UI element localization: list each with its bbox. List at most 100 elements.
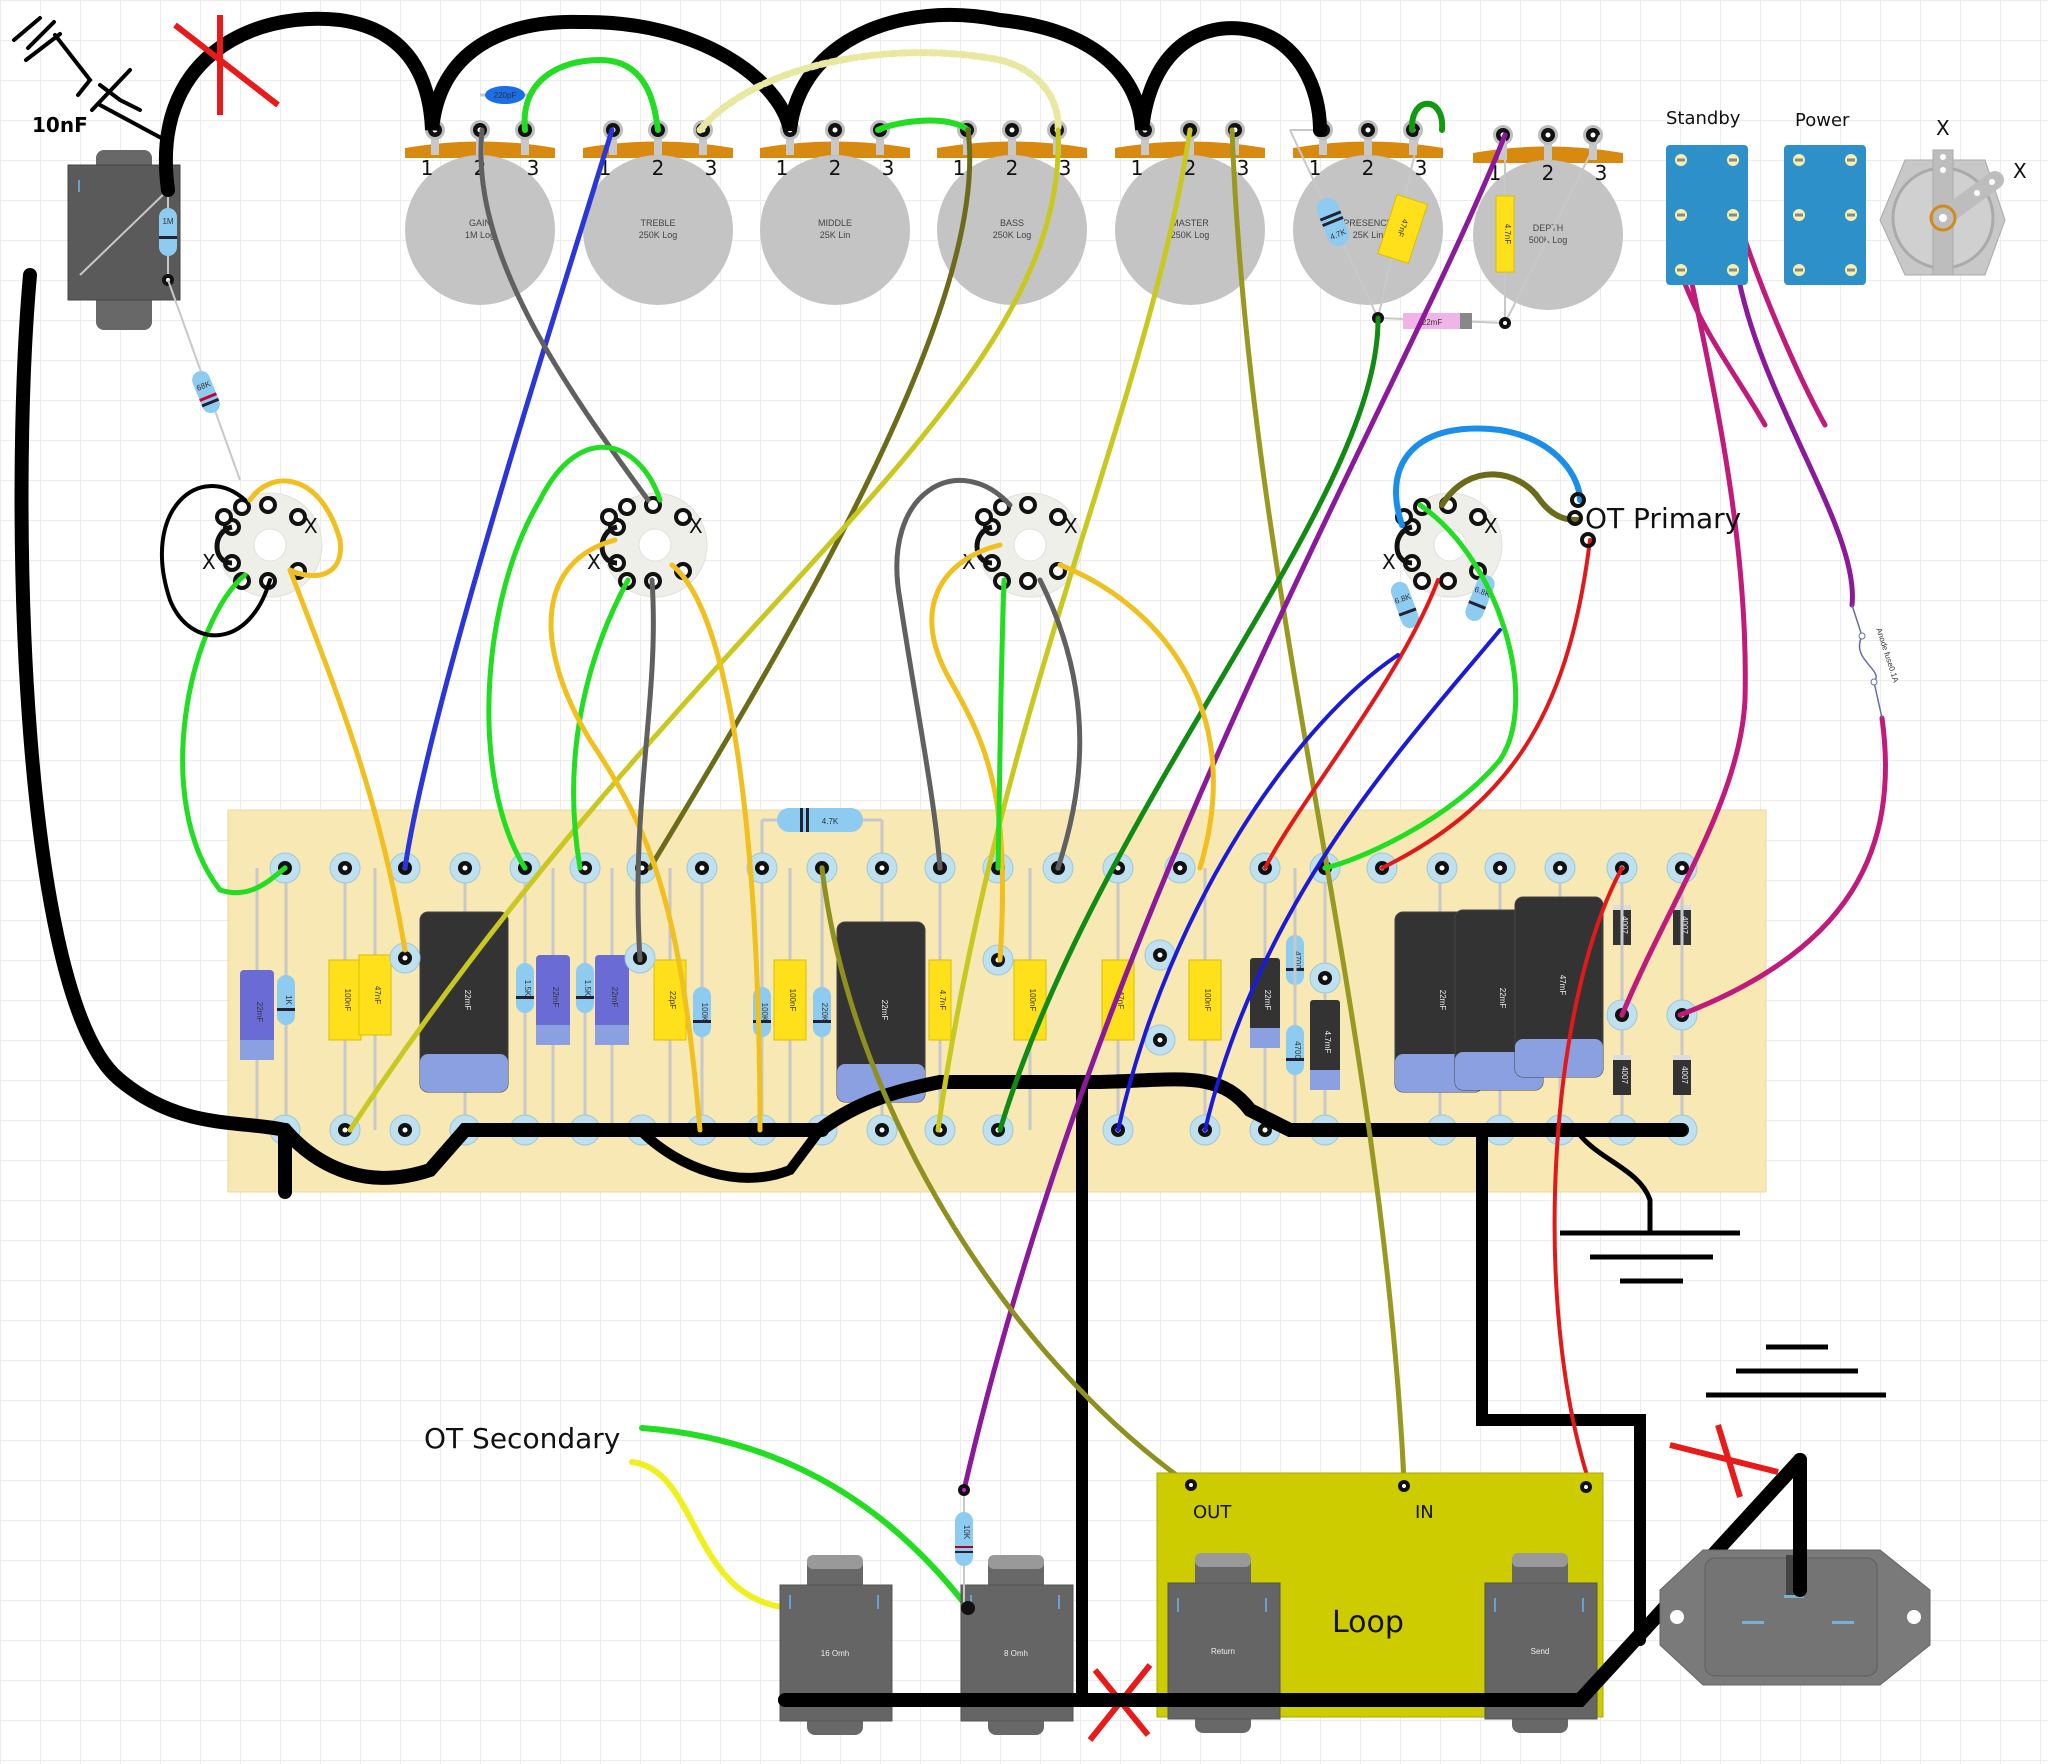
svg-text:22mF: 22mF (463, 990, 472, 1011)
svg-text:47mF: 47mF (1558, 975, 1567, 996)
removed-connection-x-mark-top (173, 15, 280, 115)
jack-label: 16 Omh (821, 1649, 849, 1658)
unused-pin-x: X (587, 550, 601, 574)
tube-socket-3: XX (962, 492, 1083, 598)
unused-pin-x: X (1382, 550, 1396, 574)
tube-socket-4: XX (1382, 492, 1503, 598)
removed-connection-x-mark-iec (1669, 1424, 1779, 1498)
board-component-film: 100nF (328, 868, 362, 1130)
pot-name: TREBLE (640, 218, 675, 228)
svg-text:100nF: 100nF (788, 989, 797, 1012)
board-component-elec-blue: 22mF (240, 868, 274, 1130)
unused-pin-x: X (689, 514, 703, 538)
board-component-res: 1.5K (576, 868, 594, 1130)
board-eyelet (866, 852, 898, 884)
speaker-output-jacks: 16 Omh 8 Omh (779, 1555, 1074, 1735)
board-component-elec-blue: 22mF (595, 868, 629, 1130)
board-eyelet (1544, 852, 1576, 884)
unused-pin-x: X (1064, 514, 1078, 538)
gain-bright-cap: 220pF (480, 86, 530, 104)
board-eyelet (746, 852, 778, 884)
board-component-res: 1.5K (516, 868, 534, 1130)
scribbled-10nf-cap: 10nF (12, 16, 167, 142)
svg-text:22mF: 22mF (1263, 990, 1272, 1011)
switch-lugs (1675, 154, 1857, 276)
svg-text:10nF: 10nF (32, 113, 88, 137)
svg-text:22mF: 22mF (880, 1000, 889, 1021)
pot-pin-label: 3 (1059, 156, 1072, 180)
svg-text:100K: 100K (700, 1003, 709, 1022)
input-jack: 1M 68K (67, 150, 241, 481)
unused-pin-x: X (304, 514, 318, 538)
board-component-film: 100nF (773, 868, 807, 1130)
board-component-res: 1K (277, 868, 295, 1130)
ground-symbol-iec (1706, 1344, 1886, 1398)
svg-text:100nF: 100nF (343, 989, 352, 1012)
board-eyelet (389, 942, 421, 974)
svg-text:22mF: 22mF (1498, 988, 1507, 1009)
pot-pin-label: 3 (527, 156, 540, 180)
board-eyelet (569, 852, 601, 884)
power-switch[interactable]: Power (1784, 110, 1866, 285)
svg-text:22mF: 22mF (1438, 990, 1447, 1011)
board-eyelet (1144, 1024, 1176, 1056)
pot-pin-label: 1 (1131, 156, 1144, 180)
svg-text:100nF: 100nF (1028, 989, 1037, 1012)
jack-label: Return (1211, 1647, 1235, 1656)
svg-text:22mF: 22mF (610, 987, 619, 1008)
pot-name: MASTER (1171, 218, 1209, 228)
signal-wires (159, 7, 1888, 1611)
pilot-lamp: X X (1879, 116, 2027, 276)
svg-text:100nF: 100nF (1203, 989, 1212, 1012)
svg-text:4.7nF: 4.7nF (938, 990, 947, 1011)
pot-pin-label: 1 (953, 156, 966, 180)
svg-text:4700: 4700 (1293, 1041, 1302, 1059)
jack-label: 8 Omh (1004, 1649, 1028, 1658)
svg-text:1.5K: 1.5K (523, 980, 532, 997)
board-component-diode: 4007 (1613, 868, 1631, 1130)
board-component-res: 220K (813, 868, 831, 1130)
ground-loop-wire (1476, 1124, 1646, 1646)
pot-value: 25K Lin (820, 230, 851, 240)
standby-switch[interactable]: Standby (1666, 108, 1748, 285)
svg-text:4007: 4007 (1620, 916, 1629, 934)
svg-text:X: X (2013, 159, 2027, 183)
board-resistor-4-7k: 4.7K (760, 808, 884, 870)
svg-text:10K: 10K (962, 1525, 971, 1540)
board-eyelet (1484, 852, 1516, 884)
jack-label: Send (1531, 1647, 1550, 1656)
tube-socket-1: XX (202, 492, 323, 598)
svg-text:220K: 220K (820, 1003, 829, 1022)
svg-text:Loop: Loop (1332, 1605, 1404, 1640)
speaker-jack[interactable]: 16 Omh (779, 1555, 893, 1735)
pot-name: MIDDLE (818, 218, 852, 228)
loop-jacks: Return Send (1167, 1553, 1598, 1733)
pot-pin-label: 3 (705, 156, 718, 180)
svg-text:1M: 1M (162, 217, 173, 226)
speaker-jack[interactable]: 8 Omh (960, 1555, 1074, 1735)
board-eyelet (389, 1114, 421, 1146)
pot-pin-label: 2 (829, 156, 842, 180)
ot-secondary-label: OT Secondary (424, 1422, 620, 1455)
svg-text:Standby: Standby (1666, 108, 1741, 129)
screen-resistor: 6.8K (1390, 581, 1420, 629)
pot-pin-label: 2 (652, 156, 665, 180)
pot-value: 25K Lin (1353, 230, 1384, 240)
pot-pin-label: 2 (1362, 156, 1375, 180)
pot-value: 250K Log (1171, 230, 1210, 240)
board-component-res: 4700 (1286, 868, 1304, 1130)
pot-value: 1M Log (465, 230, 495, 240)
loop-jack-return[interactable]: Return (1167, 1553, 1281, 1733)
board-eyelet (329, 852, 361, 884)
svg-text:IN: IN (1415, 1502, 1434, 1523)
unused-pin-x: X (202, 550, 216, 574)
pot-name: GAIN (469, 218, 491, 228)
svg-text:Power: Power (1795, 110, 1850, 131)
